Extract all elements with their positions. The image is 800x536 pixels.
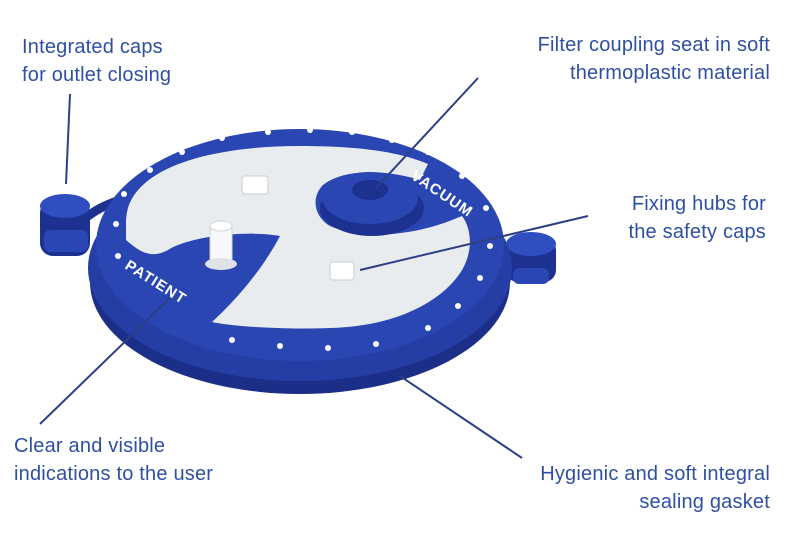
lid-face: [126, 146, 470, 329]
callout-hygienic-gasket: Hygienic and soft integral sealing gaske…: [540, 460, 770, 516]
filter-coupling-seat: [320, 172, 424, 236]
fixing-hubs: [241, 175, 355, 281]
callout-filter-coupling-line-2: thermoplastic material: [569, 62, 770, 84]
callout-clear-indications: Clear and visible indications to the use…: [14, 432, 213, 488]
left-outlet-cap: [40, 194, 122, 256]
callout-fixing-hubs-line-2: the safety caps: [628, 221, 766, 243]
leader-line-fixing-hubs: [359, 215, 589, 271]
callout-clear-indications-line-1: Clear and visible: [14, 435, 166, 457]
leader-line-clear-indications: [39, 297, 171, 425]
callout-integrated-caps-line-1: Integrated caps: [22, 36, 163, 58]
callout-hygienic-gasket-line-2: sealing gasket: [639, 491, 770, 513]
callout-integrated-caps: Integrated caps for outlet closing: [22, 33, 171, 89]
rim-dots: [113, 127, 493, 351]
callout-clear-indications-line-2: indications to the user: [14, 463, 214, 485]
callout-hygienic-gasket-line-1: Hygienic and soft integral: [540, 463, 770, 485]
callout-fixing-hubs-line-1: Fixing hubs for: [631, 193, 766, 215]
leader-line-filter-coupling: [375, 77, 479, 189]
leader-lines: [39, 77, 589, 459]
callout-filter-coupling: Filter coupling seat in soft thermoplast…: [538, 31, 770, 87]
callout-filter-coupling-line-1: Filter coupling seat in soft: [537, 34, 770, 56]
leader-line-integrated-caps: [65, 93, 71, 185]
callout-integrated-caps-line-2: for outlet closing: [22, 64, 172, 86]
patient-port: [205, 220, 237, 270]
callout-fixing-hubs: Fixing hubs for the safety caps: [628, 190, 766, 246]
leader-line-hygienic-gasket: [399, 375, 523, 459]
right-outlet-cap: [467, 232, 556, 286]
